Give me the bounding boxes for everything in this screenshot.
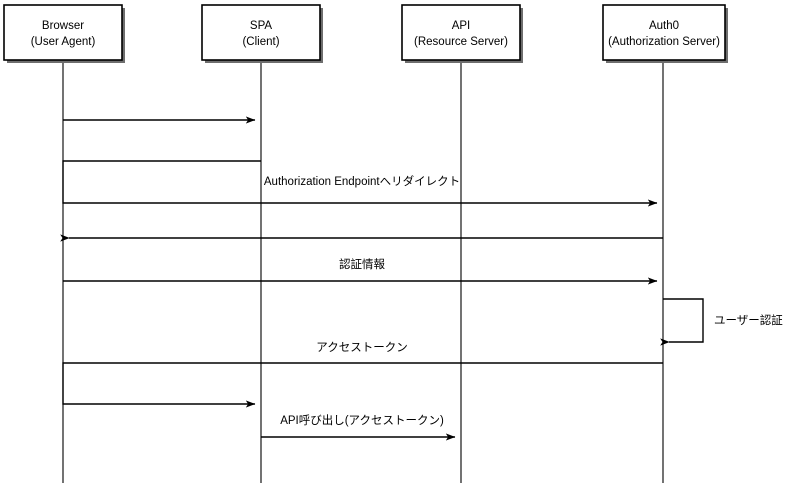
message-2-authorization-redirect[interactable]: Authorization Endpointへリダイレクト [62,160,658,207]
message-4-credentials[interactable]: 認証情報 [63,257,658,285]
message-6-path [62,362,663,408]
actor-api-name: API [452,20,471,32]
actor-spa-subtitle: (Client) [242,36,279,48]
message-5-path [660,298,704,346]
message-2-path [62,160,658,207]
actor-auth0-subtitle: (Authorization Server) [608,36,720,48]
actor-api[interactable]: API (Resource Server) [401,4,523,63]
actor-browser-box [3,4,123,61]
actor-auth0-name: Auth0 [649,20,679,32]
actor-api-box [401,4,521,61]
actor-auth0-box [602,4,726,61]
message-7-label: API呼び出し(アクセストークン) [280,413,444,427]
actor-api-subtitle: (Resource Server) [414,36,508,48]
actor-browser-subtitle: (User Agent) [31,36,96,48]
message-6-label: アクセストークン [316,341,407,354]
message-4-label: 認証情報 [339,257,385,271]
actor-auth0[interactable]: Auth0 (Authorization Server) [602,4,728,63]
actor-browser-name: Browser [42,20,84,32]
lifelines-group [62,60,664,483]
actor-spa[interactable]: SPA (Client) [201,4,323,63]
actor-spa-box [201,4,321,61]
message-5-user-authentication-self-loop[interactable]: ユーザー認証 [660,298,783,346]
actor-browser[interactable]: Browser (User Agent) [3,4,125,63]
actor-spa-name: SPA [250,20,272,32]
message-7-api-call[interactable]: API呼び出し(アクセストークン) [261,413,456,441]
message-6-access-token[interactable]: アクセストークン [62,341,663,408]
message-5-label: ユーザー認証 [714,313,783,327]
message-2-label: Authorization Endpointへリダイレクト [264,174,460,188]
